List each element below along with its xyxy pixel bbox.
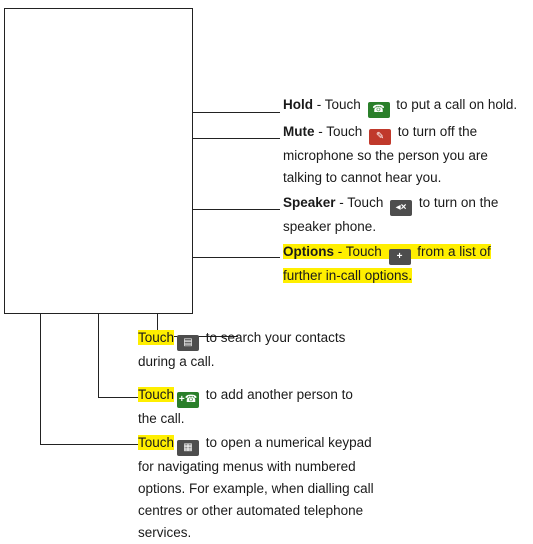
connector-speaker — [193, 209, 280, 210]
add-touch: Touch — [138, 387, 175, 402]
speaker-icon: ◂× — [390, 200, 413, 216]
keypad-icon: ▦ — [177, 440, 200, 456]
connector-keypad-h — [40, 444, 138, 445]
keypad-description: Touch▦ to open a numerical keypad for na… — [138, 435, 374, 540]
keypad-touch: Touch — [138, 435, 175, 450]
connector-options — [193, 257, 280, 258]
connector-add-h — [98, 397, 138, 398]
mute-pencil-icon: ✎ — [369, 129, 392, 145]
add-call-description: Touch+☎ to add another person to the cal… — [138, 387, 353, 426]
phone-hold-icon: ☎ — [367, 102, 390, 118]
contacts-icon: ▤ — [177, 335, 200, 351]
add-call-icon: +☎ — [177, 392, 200, 408]
plus-icon: + — [388, 249, 411, 265]
options-title: Options — [283, 244, 334, 259]
options-description: Options - Touch + from a list of further… — [283, 244, 491, 283]
connector-hold — [193, 112, 280, 113]
connector-add-v — [98, 314, 99, 397]
contacts-touch: Touch — [138, 330, 175, 345]
hold-description: Hold - Touch ☎ to put a call on hold. — [283, 94, 533, 118]
hold-title: Hold — [283, 97, 313, 112]
connector-keypad-v — [40, 314, 41, 444]
phone-screen-frame — [4, 8, 193, 314]
contacts-description: Touch▤ to search your contacts during a … — [138, 330, 346, 369]
speaker-description: Speaker - Touch ◂× to turn on the speake… — [283, 195, 499, 234]
connector-contacts-v — [157, 314, 158, 336]
mute-title: Mute — [283, 124, 315, 139]
speaker-title: Speaker — [283, 195, 336, 210]
connector-mute — [193, 138, 280, 139]
mute-description: Mute - Touch ✎ to turn off the microphon… — [283, 124, 488, 185]
